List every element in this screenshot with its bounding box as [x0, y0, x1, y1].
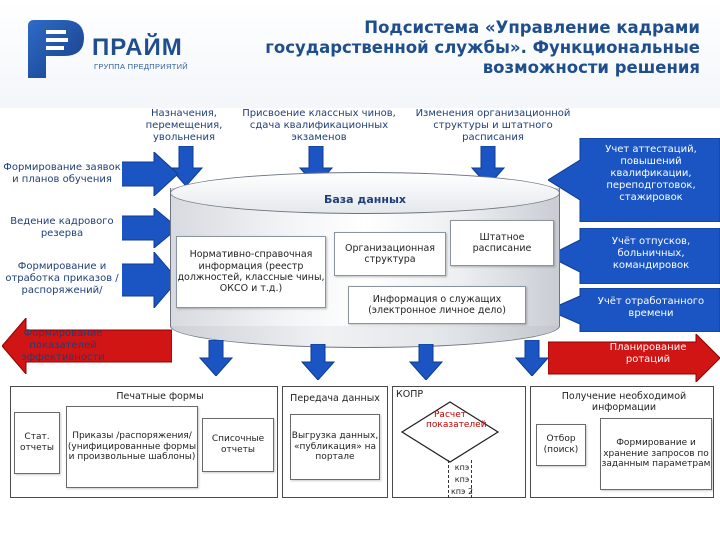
left-function-training-plans: Формирование заявок и планов обучения — [2, 152, 122, 196]
logo-name: ПРАЙМ — [92, 34, 183, 61]
left-function-personnel-reserve: Ведение кадрового резерва — [2, 212, 122, 244]
prime-logo-icon — [28, 20, 84, 78]
db-org-structure: Организационная структура — [334, 232, 446, 276]
stat-reports: Стат. отчеты — [14, 412, 60, 474]
right-arrow-icon — [118, 208, 178, 248]
right-function-leave: Учёт отпусков, больничных, командировок — [611, 236, 691, 271]
left-function-efficiency: Формирование показателей эффективности — [21, 328, 105, 363]
down-arrow-icon — [514, 340, 550, 376]
down-arrow-icon — [300, 344, 336, 380]
info-retrieval-title: Получение необходимой информации — [561, 391, 687, 413]
top-function-class-ranks: Присвоение классных чинов, сдача квалифи… — [242, 108, 396, 143]
db-employees: Информация о служащих (электронное лично… — [348, 286, 526, 324]
left-arrow-icon — [548, 228, 720, 284]
right-function-worktime: Учёт отработанного времени — [597, 296, 705, 319]
print-forms-title: Печатные формы — [116, 391, 204, 402]
down-arrow-icon — [168, 146, 204, 186]
logo-subtitle: ГРУППА ПРЕДПРИЯТИЙ — [94, 62, 188, 71]
right-arrow-icon — [118, 152, 178, 196]
top-function-org-changes: Изменения организационной структуры и шт… — [415, 108, 571, 143]
right-arrow-red-icon — [548, 334, 720, 382]
right-function-attestation: Учет аттестаций, повышений квалификации,… — [605, 144, 697, 203]
list-reports: Списочные отчеты — [202, 418, 274, 472]
right-arrow-icon — [118, 252, 178, 308]
db-reference-info: Нормативно-справочная информация (реестр… — [176, 236, 326, 308]
kopr-calc: Расчет показателей — [426, 410, 487, 431]
header-band — [0, 0, 720, 108]
down-arrow-icon — [198, 340, 234, 376]
kpi-3: кпэ 2 — [450, 487, 474, 496]
left-arrow-red-icon — [2, 318, 172, 374]
database-cylinder-top — [170, 172, 560, 214]
kopr-title: КОПР — [396, 389, 424, 400]
page-title: Подсистема «Управление кадрами государст… — [265, 18, 700, 77]
right-function-rotations: Планирование ротаций — [609, 342, 687, 365]
database-title: База данных — [323, 193, 406, 206]
kopr-diamond-icon — [400, 401, 500, 463]
select-search: Отбор (поиск) — [536, 424, 586, 466]
db-staffing: Штатное расписание — [450, 220, 554, 266]
down-arrow-icon — [408, 344, 444, 380]
logo — [20, 16, 220, 86]
query-storage: Формирование и хранение запросов по зада… — [600, 418, 712, 490]
orders-templates: Приказы /распоряжения/ (унифицированные … — [66, 406, 198, 488]
left-function-orders: Формирование и отработка приказов /распо… — [2, 250, 122, 308]
kpi-2: кпэ — [454, 475, 470, 484]
kpi-1: кпэ — [454, 463, 470, 472]
top-function-appointments: Назначения, перемещения, увольнения — [145, 108, 223, 143]
left-arrow-icon — [548, 138, 720, 222]
data-upload: Выгрузка данных, «публикация» на портале — [290, 414, 380, 480]
left-arrow-icon — [548, 288, 720, 332]
data-transfer-title: Передача данных — [290, 393, 380, 404]
kpi-stack — [448, 460, 472, 498]
